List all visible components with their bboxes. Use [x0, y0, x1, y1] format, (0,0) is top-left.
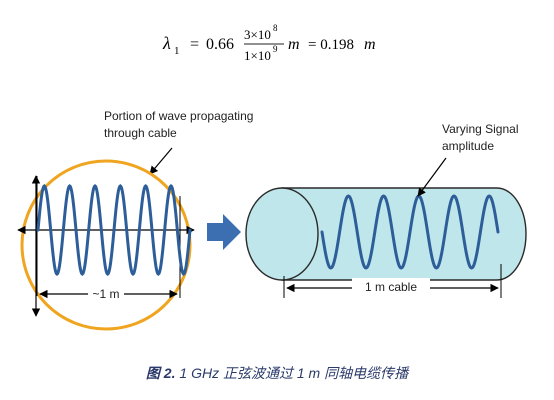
right-sine-wave: [320, 194, 500, 270]
wavelength-formula: λ 1 = 0.66 3×10 8 1×10 9 m = 0.198 m: [162, 23, 376, 63]
formula-result: = 0.198: [308, 37, 354, 53]
figure-caption: 图 2. 1 GHz 正弦波通过 1 m 同轴电缆传播: [0, 363, 554, 383]
formula-numerator-exp: 8: [273, 23, 278, 33]
caption-text: 1 GHz 正弦波通过 1 m 同轴电缆传播: [175, 365, 409, 381]
formula-numerator: 3×10: [244, 27, 271, 42]
left-annotation-line1: Portion of wave propagating: [104, 109, 253, 123]
right-annotation-line1: Varying Signal: [442, 122, 519, 136]
cable-length-label-bg: [352, 278, 430, 294]
wave-sample-circle: [20, 159, 192, 331]
cable-length-label: 1 m cable: [365, 280, 417, 294]
formula-equals: =: [190, 36, 199, 53]
propagation-arrow: [207, 214, 241, 250]
right-annotation-line2: amplitude: [442, 139, 494, 153]
cable-end-face: [245, 187, 319, 281]
formula-symbol: λ: [162, 33, 171, 53]
left-length-label-bg: [88, 285, 124, 301]
left-panel: Portion of wave propagating through cabl…: [17, 109, 253, 331]
formula-denominator-exp: 9: [273, 44, 278, 54]
left-annotation-arrow: [149, 147, 173, 175]
formula-unit: m: [288, 36, 300, 53]
left-length-label: ~1 m: [92, 287, 119, 301]
formula-denominator: 1×10: [244, 48, 271, 63]
left-annotation-line2: through cable: [104, 126, 177, 140]
formula-coefficient: 0.66: [206, 36, 234, 53]
formula-result-unit: m: [364, 36, 376, 53]
left-sine-wave: [36, 184, 192, 276]
cable-panel: Varying Signal amplitude 1 m cable: [245, 122, 527, 298]
caption-figure-number: 图 2.: [145, 365, 176, 381]
formula-subscript: 1: [174, 45, 180, 57]
right-annotation-arrow: [417, 157, 447, 197]
